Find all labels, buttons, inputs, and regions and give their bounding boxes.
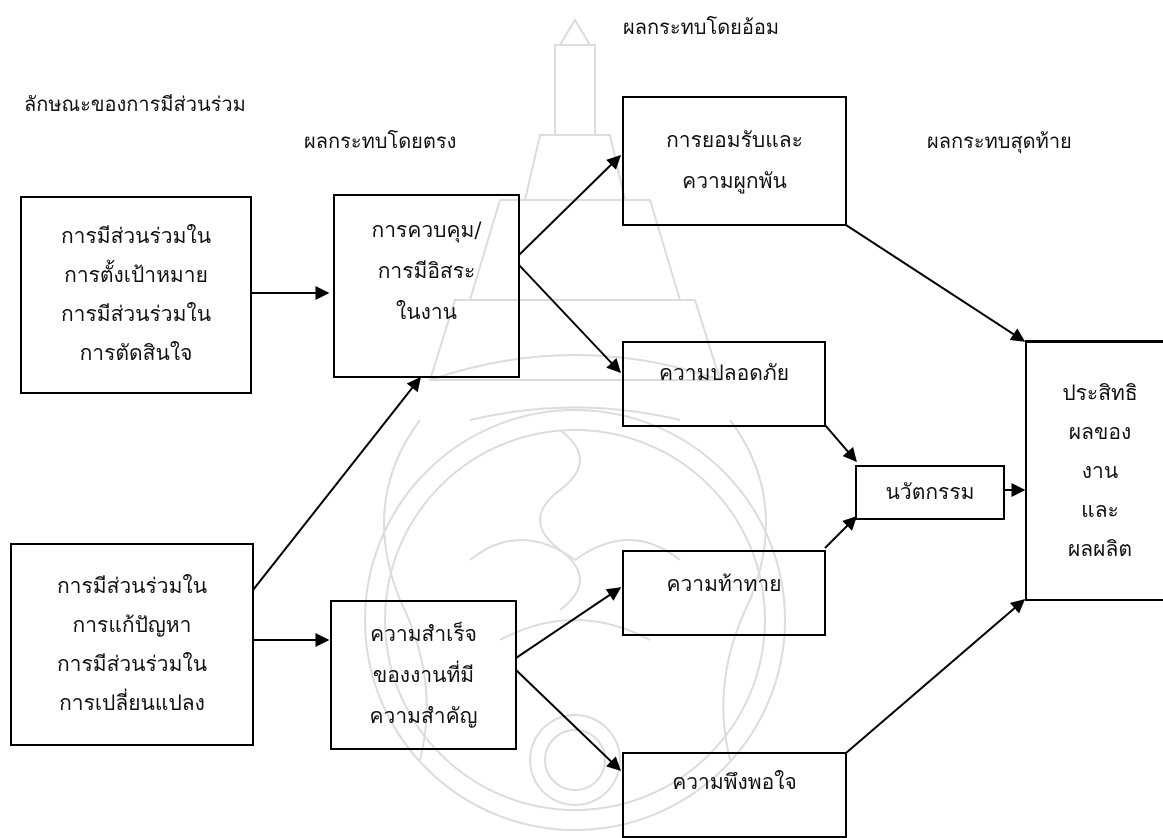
box-text-line: ความสำเร็จ: [370, 621, 477, 646]
box-text-line: ผลผลิต: [1068, 536, 1132, 561]
box-text-line: และ: [1081, 497, 1119, 522]
box-satisfaction: ความพึงพอใจ: [622, 752, 847, 838]
box-text-line: การมีส่วนร่วมใน: [56, 651, 208, 676]
box-text-line: การควบคุม/: [371, 218, 482, 242]
arrow-control-to-safety: [518, 264, 621, 374]
arrow-acceptance-to-effectiveness: [845, 224, 1026, 342]
box-text-line: การยอมรับและ: [666, 128, 803, 152]
arrow-control-to-acceptance: [518, 155, 621, 256]
box-text-line: การมีส่วนร่วมใน: [56, 573, 208, 598]
heading-direct-impact: ผลกระทบโดยตรง: [304, 129, 457, 153]
box-text-line: ความท้าทาย: [666, 572, 782, 596]
box-text-line: ความผูกพัน: [682, 169, 787, 193]
box-text-line: การแก้ปัญหา: [72, 612, 192, 637]
box-text-line: งาน: [1081, 458, 1119, 483]
box-text-line: ความพึงพอใจ: [672, 770, 797, 794]
arrow-achievement-to-challenge: [515, 587, 622, 659]
box-text-line: นวัตกรรม: [885, 480, 975, 504]
box-participation-problem-change: การมีส่วนร่วมใน การแก้ปัญหา การมีส่วนร่ว…: [10, 543, 254, 746]
box-text-line: การเปลี่ยนแปลง: [59, 690, 205, 715]
box-significant-achievement: ความสำเร็จ ของงานที่มี ความสำคัญ: [330, 600, 517, 750]
box-effectiveness-productivity: ประสิทธิ ผลของ งาน และ ผลผลิต: [1025, 341, 1163, 601]
arrow-satisfaction-to-effectiveness: [845, 599, 1026, 754]
arrow-challenge-to-innovation: [824, 516, 857, 549]
box-acceptance-commitment: การยอมรับและ ความผูกพัน: [622, 96, 847, 226]
box-text-line: ของงานที่มี: [372, 662, 475, 687]
box-text-line: การมีอิสระ: [377, 259, 476, 283]
box-text-line: การมีส่วนร่วมใน: [60, 224, 212, 248]
arrow-problem-to-control: [252, 376, 421, 591]
box-text-line: ประสิทธิ: [1062, 380, 1138, 405]
arrow-achievement-to-satisfaction: [515, 669, 622, 771]
box-challenge: ความท้าทาย: [622, 550, 826, 636]
box-text-line: การตั้งเป้าหมาย: [64, 263, 208, 287]
box-text-line: ความปลอดภัย: [658, 361, 790, 385]
box-text-line: ความสำคัญ: [369, 703, 478, 728]
box-text-line: การตัดสินใจ: [79, 341, 193, 365]
box-text-line: ผลของ: [1068, 419, 1132, 444]
heading-final-impact: ผลกระทบสุดท้าย: [927, 129, 1072, 153]
heading-participation-characteristics: ลักษณะของการมีส่วนร่วม: [24, 92, 246, 116]
heading-indirect-impact: ผลกระทบโดยอ้อม: [623, 15, 780, 39]
box-participation-goal-decision: การมีส่วนร่วมใน การตั้งเป้าหมาย การมีส่ว…: [20, 196, 252, 394]
arrow-safety-to-innovation: [824, 424, 857, 463]
box-safety: ความปลอดภัย: [622, 341, 826, 427]
box-text-line: การมีส่วนร่วมใน: [60, 302, 212, 326]
box-text-line: ในงาน: [395, 300, 457, 324]
box-control-autonomy: การควบคุม/ การมีอิสระ ในงาน: [333, 194, 520, 378]
box-innovation: นวัตกรรม: [855, 465, 1005, 520]
